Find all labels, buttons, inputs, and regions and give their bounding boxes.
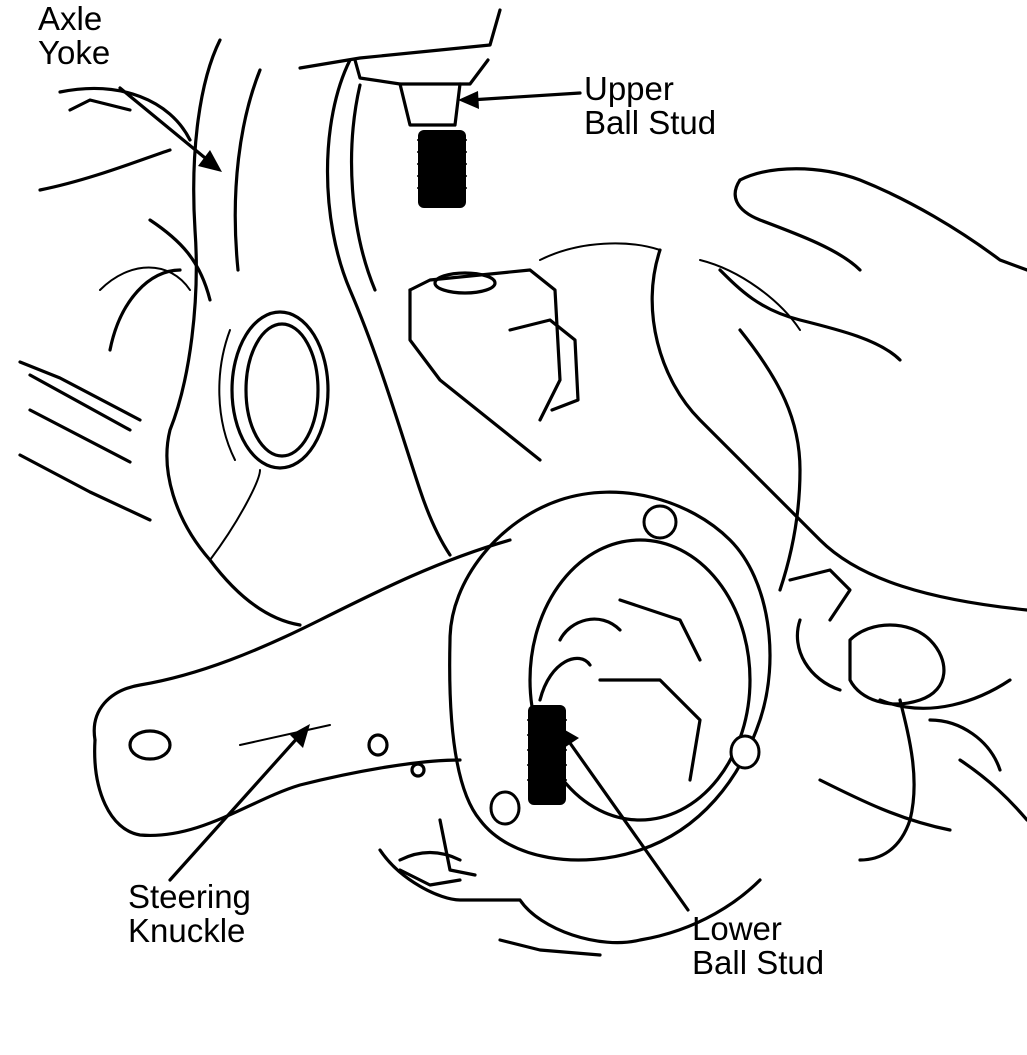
steering-knuckle bbox=[92, 268, 772, 957]
label-axle-yoke: Axle Yoke bbox=[38, 0, 111, 71]
arrowhead-axle-yoke bbox=[198, 150, 222, 172]
hands bbox=[539, 167, 1027, 862]
leader-lines bbox=[118, 86, 690, 912]
label-steering-knuckle: Steering Knuckle bbox=[128, 878, 251, 949]
axle-yoke bbox=[165, 8, 502, 627]
leader-lower-ball-stud bbox=[563, 734, 690, 912]
arrowhead-steering-knuckle bbox=[290, 724, 310, 748]
arrowhead-lower-ball-stud bbox=[558, 726, 579, 748]
label-lower-ball-stud: Lower Ball Stud bbox=[692, 910, 825, 981]
leader-upper-ball-stud bbox=[468, 91, 582, 102]
leader-axle-yoke bbox=[118, 86, 212, 164]
axle-housing bbox=[18, 87, 212, 522]
leader-steering-knuckle bbox=[168, 733, 302, 882]
upper-ball-stud bbox=[353, 58, 490, 208]
label-upper-ball-stud: Upper Ball Stud bbox=[584, 70, 717, 141]
arrowhead-upper-ball-stud bbox=[458, 91, 479, 109]
